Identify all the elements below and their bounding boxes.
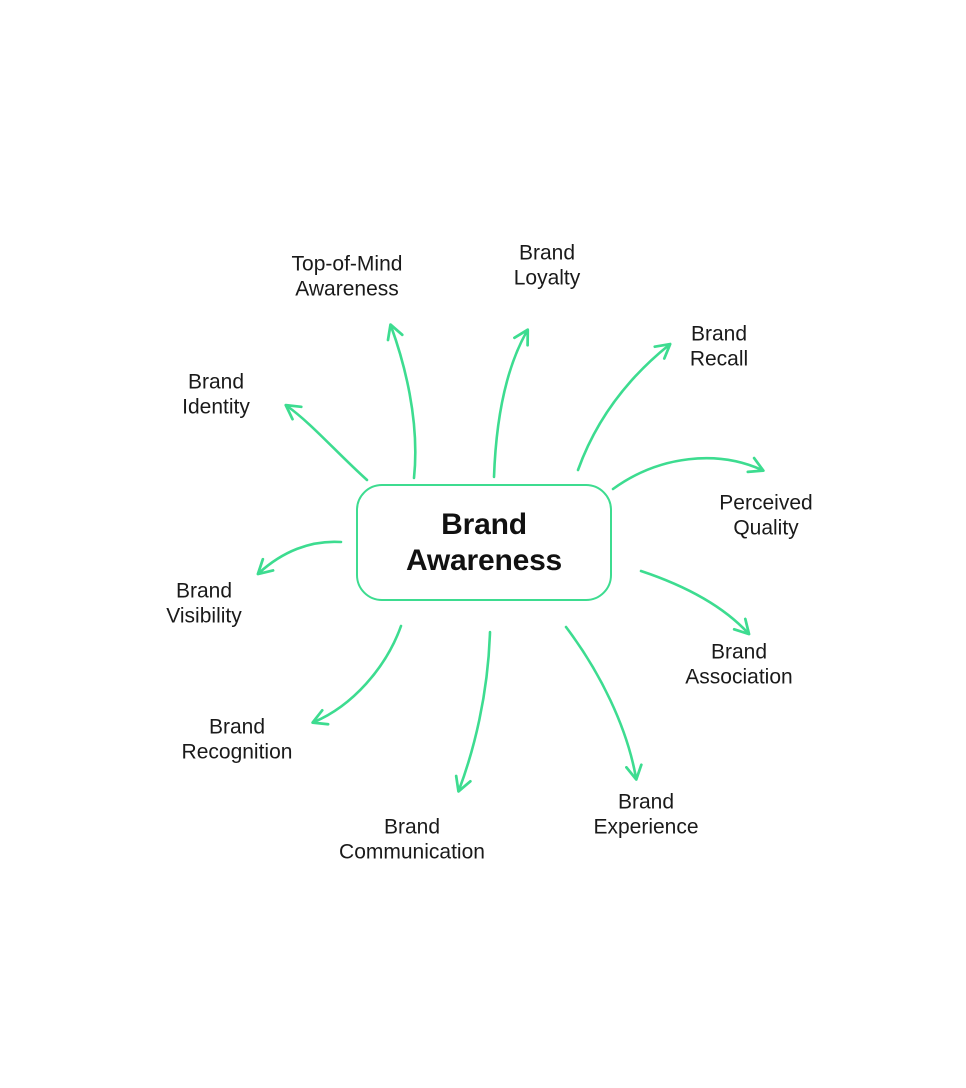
arrow-to-brand-identity <box>284 403 369 482</box>
arrow-to-brand-experience <box>564 625 643 781</box>
arrow-to-brand-loyalty <box>492 328 530 479</box>
center-node-label: Brand Awareness <box>405 508 563 577</box>
arrow-to-brand-communication <box>454 630 492 793</box>
arrow-to-brand-association <box>639 569 751 636</box>
node-label-brand-loyalty: Brand Loyalty <box>513 241 581 289</box>
arrow-to-brand-recall <box>576 342 672 472</box>
node-label-brand-visibility: Brand Visibility <box>166 579 242 627</box>
arrow-to-brand-recognition <box>311 624 403 726</box>
node-label-brand-association: Brand Association <box>685 640 793 688</box>
node-label-top-of-mind-awareness: Top-of-Mind Awareness <box>291 252 403 300</box>
arrow-to-top-of-mind-awareness <box>386 323 417 480</box>
node-label-brand-experience: Brand Experience <box>593 790 699 838</box>
node-label-brand-communication: Brand Communication <box>339 815 485 863</box>
node-label-brand-recognition: Brand Recognition <box>181 715 293 763</box>
arrow-to-perceived-quality <box>611 456 765 491</box>
node-label-brand-recall: Brand Recall <box>689 322 749 370</box>
arrow-to-brand-visibility <box>256 540 343 576</box>
node-label-brand-identity: Brand Identity <box>182 370 250 418</box>
center-node: Brand Awareness <box>356 484 612 601</box>
node-label-perceived-quality: Perceived Quality <box>719 491 813 539</box>
